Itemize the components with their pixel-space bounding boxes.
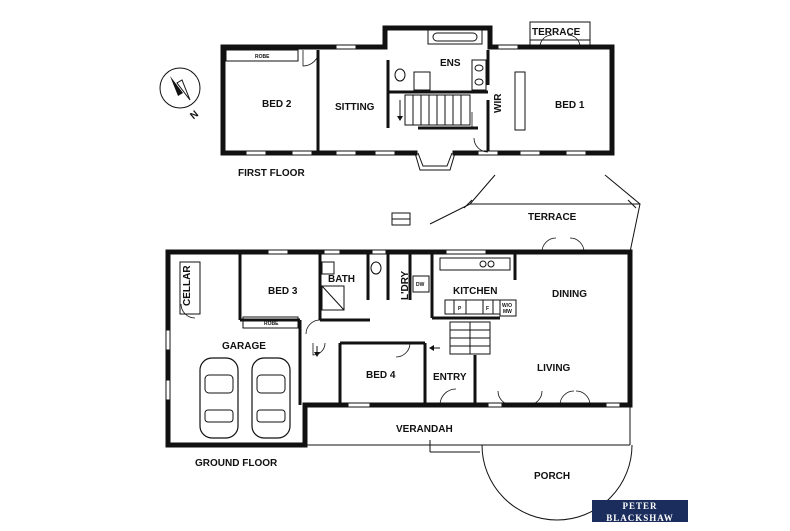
wir-shelf (514, 71, 526, 131)
first-floor-outer-wall-right (220, 25, 615, 156)
door-bed2 (302, 49, 320, 67)
room-garage: GARAGE (222, 341, 266, 352)
room-ens: ENS (440, 58, 461, 69)
robe-label: ROBE (255, 54, 270, 60)
room-wir: WIR (493, 93, 504, 113)
bed3-robe (242, 316, 299, 329)
ground-outer-wall-bottom (165, 402, 633, 448)
first-floor-terrace-box (529, 21, 591, 48)
appliance-microwave: MW (503, 309, 512, 315)
room-cellar: CELLAR (182, 265, 193, 306)
compass-north-label: N (188, 109, 201, 122)
bay-window (414, 152, 456, 171)
room-bath: BATH (328, 274, 355, 285)
room-bed4: BED 4 (366, 370, 396, 381)
first-floor-title: FIRST FLOOR (238, 168, 305, 179)
agency-logo: PETER BLACKSHAW MARKETING QUALITY PROPER… (592, 500, 688, 530)
appliance-pantry: P (458, 306, 462, 312)
bed2-robe (225, 49, 299, 62)
kitchen-bench (439, 257, 511, 271)
agency-name: PETER BLACKSHAW (606, 501, 674, 523)
room-ldry: L'DRY (400, 270, 411, 300)
car-left-icon (199, 357, 239, 439)
appliance-dishwasher: DW (416, 282, 425, 288)
room-entry: ENTRY (433, 372, 467, 383)
room-living: LIVING (537, 363, 571, 374)
room-verandah: VERANDAH (396, 424, 453, 435)
room-bed1: BED 1 (555, 100, 585, 111)
room-sitting: SITTING (335, 102, 375, 113)
ground-floor-title: GROUND FLOOR (195, 458, 278, 469)
ground-floor-stairs (449, 321, 491, 355)
robe-label-ground: ROBE (264, 321, 279, 327)
window (245, 150, 267, 156)
ground-floor-plan (165, 174, 641, 521)
ground-terrace-outline (429, 203, 641, 253)
room-terrace-ground: TERRACE (528, 212, 577, 223)
porch-arc (481, 444, 633, 521)
agency-tagline: MARKETING QUALITY PROPERTY (596, 525, 684, 530)
basin-fixture (321, 261, 335, 275)
toilet-fixture (394, 68, 406, 82)
first-floor-stairs (397, 94, 471, 126)
appliance-fridge: F (486, 306, 489, 312)
oven-box (499, 299, 517, 317)
room-terrace-first: TERRACE (532, 27, 581, 38)
room-dining: DINING (552, 289, 587, 300)
cellar-box (179, 261, 201, 315)
appliance-oven: W/O (502, 303, 512, 309)
room-bed2: BED 2 (262, 99, 292, 110)
bathtub-fixture (427, 29, 483, 45)
compass: N (159, 67, 201, 122)
laundry-tub (412, 275, 430, 293)
toilet-fixture-ground (370, 261, 382, 275)
shower-fixture (413, 71, 431, 91)
room-bed3: BED 3 (268, 286, 298, 297)
first-floor-plan (220, 21, 615, 171)
room-porch: PORCH (534, 471, 570, 482)
compass-ring (159, 67, 201, 109)
compass-needle-north (170, 76, 183, 96)
room-kitchen: KITCHEN (453, 286, 497, 297)
window (267, 249, 289, 255)
compass-needle-south (176, 79, 191, 101)
car-right-icon (251, 357, 291, 439)
